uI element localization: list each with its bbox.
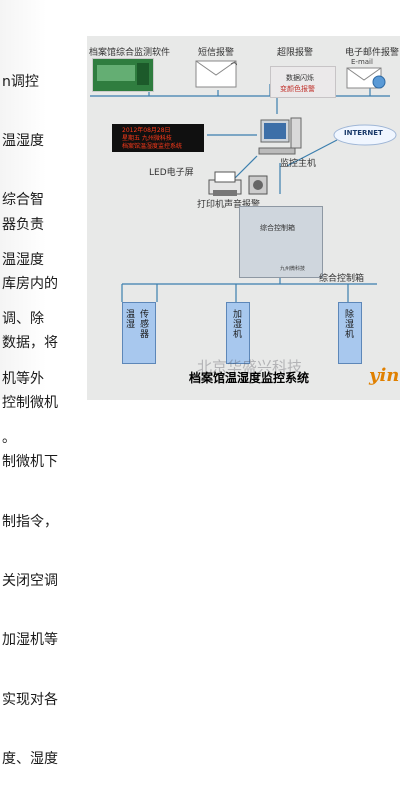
led-screen: 2012年08月28日 星期五 九州微科技 档案馆温湿度监控系统: [112, 124, 204, 152]
device-temp-humidity-sensor: 温湿 传感器: [122, 302, 156, 364]
device-label: 传感器: [138, 309, 148, 339]
software-screen-image: [92, 58, 154, 92]
left-line: 加湿机等: [2, 632, 58, 649]
connection-lines: [90, 76, 390, 302]
cabinet-label: 综合控制箱: [260, 224, 295, 232]
label-monitor-host: 监控主机: [280, 159, 317, 169]
device-label: 加湿机: [231, 309, 241, 339]
left-line: 机等外: [2, 370, 44, 387]
brand-logo: yin: [369, 365, 400, 386]
label-email-alarm: 电子邮件报警: [345, 48, 400, 58]
diagram-title: 档案馆温湿度监控系统: [189, 371, 310, 385]
alarm-line-2: 变颜色报警: [280, 85, 315, 93]
left-line: 制指令，: [2, 513, 58, 530]
left-line: 度、湿度: [2, 751, 58, 768]
computer-icon: [255, 114, 305, 164]
left-shade: [0, 0, 84, 400]
left-line: 器负责: [2, 216, 44, 233]
label-led-screen: LED电子屏: [149, 168, 194, 178]
left-paragraph-2: 器负责 库房内的 数据，将 控制微机 制微机下 制指令， 关闭空调 加湿机等 实…: [2, 176, 58, 800]
speaker-icon: [247, 174, 269, 196]
led-line-3: 档案馆温湿度监控系统: [122, 143, 183, 150]
email-tag: E-mail: [351, 58, 373, 66]
cabinet-brand: 九州微科技: [280, 266, 306, 272]
internet-cloud-icon: INTERNET: [332, 122, 398, 146]
led-line-2: 星期五 九州微科技: [122, 135, 172, 142]
left-line: 控制微机: [2, 394, 58, 411]
device-dehumidifier: 除湿机: [338, 302, 362, 364]
system-diagram: 档案馆综合监测软件 短信报警 超限报警 电子邮件报警 数据闪烁 变颜色报警 E-…: [87, 36, 400, 400]
left-line: 库房内的: [2, 275, 58, 292]
label-comprehensive-box: 综合控制箱: [319, 274, 365, 284]
label-over-limit-alarm: 超限报警: [277, 48, 314, 58]
left-text-column: n调控 温湿度 综合智 温湿度 调、除 机等外 。 器负责 库房内的 数据，将 …: [0, 0, 84, 767]
left-line: 数据，将: [2, 335, 58, 352]
label-printer-alarm: 打印机声音报警: [197, 200, 261, 210]
watermark: 北京华盛兴科技: [197, 358, 303, 376]
device-label: 温湿: [124, 309, 134, 329]
left-line: 综合智: [2, 192, 44, 209]
envelope-icon: [195, 60, 238, 88]
device-label: 除湿机: [343, 309, 353, 339]
printer-icon: [207, 170, 243, 200]
label-software: 档案馆综合监测软件: [89, 48, 171, 58]
control-cabinet: 综合控制箱 九州微科技: [239, 206, 323, 278]
label-sms-alarm: 短信报警: [198, 48, 235, 58]
internet-label: INTERNET: [344, 129, 383, 137]
left-line: 制微机下: [2, 454, 58, 471]
email-envelope-icon: E-mail: [346, 58, 388, 90]
left-line: 关闭空调: [2, 572, 58, 589]
left-line: 温湿度: [2, 251, 44, 268]
left-line: 实现对各: [2, 691, 58, 708]
alarm-line-1: 数据闪烁: [286, 74, 314, 82]
alarm-panel: 数据闪烁 变颜色报警: [270, 66, 336, 98]
left-line: 调、除: [2, 311, 44, 328]
left-line: 温湿度: [2, 132, 44, 149]
device-humidifier: 加湿机: [226, 302, 250, 364]
led-line-1: 2012年08月28日: [122, 127, 171, 134]
left-line: n调控: [2, 73, 39, 90]
